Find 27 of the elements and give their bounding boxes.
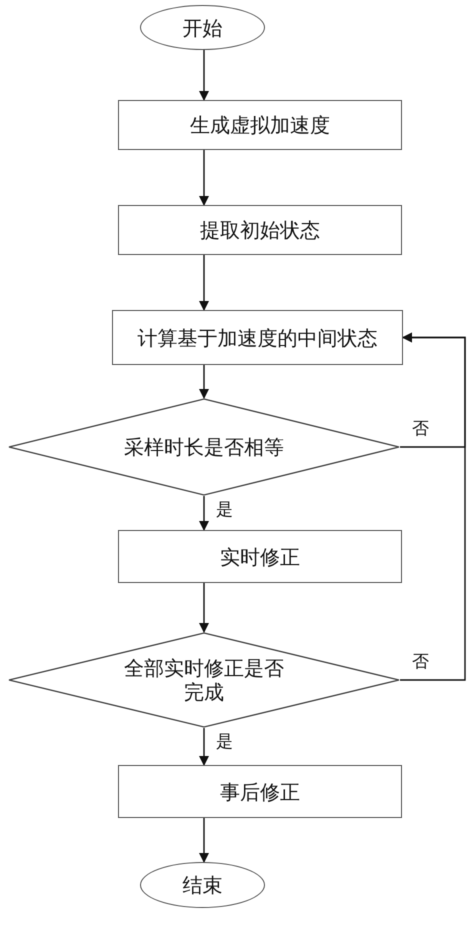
arrow (400, 332, 466, 681)
arrow (199, 50, 209, 101)
process-box (112, 310, 403, 365)
node-label: 结束 (182, 873, 222, 897)
process-box (118, 765, 402, 818)
arrow (199, 365, 209, 399)
node-label: 实时修正 (220, 544, 300, 568)
node-label: 事后修正 (220, 780, 300, 804)
process-box (118, 205, 402, 255)
edge-label: 否 (412, 654, 429, 671)
node-label: 提取初始状态 (200, 218, 320, 242)
arrow (199, 150, 209, 206)
arrow (199, 818, 209, 863)
arrow (199, 255, 209, 311)
process-box (118, 100, 402, 150)
process-box (118, 530, 402, 583)
edge-label: 是 (216, 502, 233, 519)
node-label: 生成虚拟加速度 (190, 113, 330, 137)
node-label: 计算基于加速度的中间状态 (138, 326, 378, 350)
edge-label: 是 (216, 734, 233, 751)
edge-label: 否 (412, 421, 429, 438)
node-label: 全部实时修正是否完成 (123, 656, 285, 704)
node-label: 采样时长是否相等 (124, 435, 284, 459)
arrow (199, 496, 209, 531)
arrow (199, 583, 209, 633)
node-label: 开始 (182, 16, 222, 40)
arrow (199, 728, 209, 766)
